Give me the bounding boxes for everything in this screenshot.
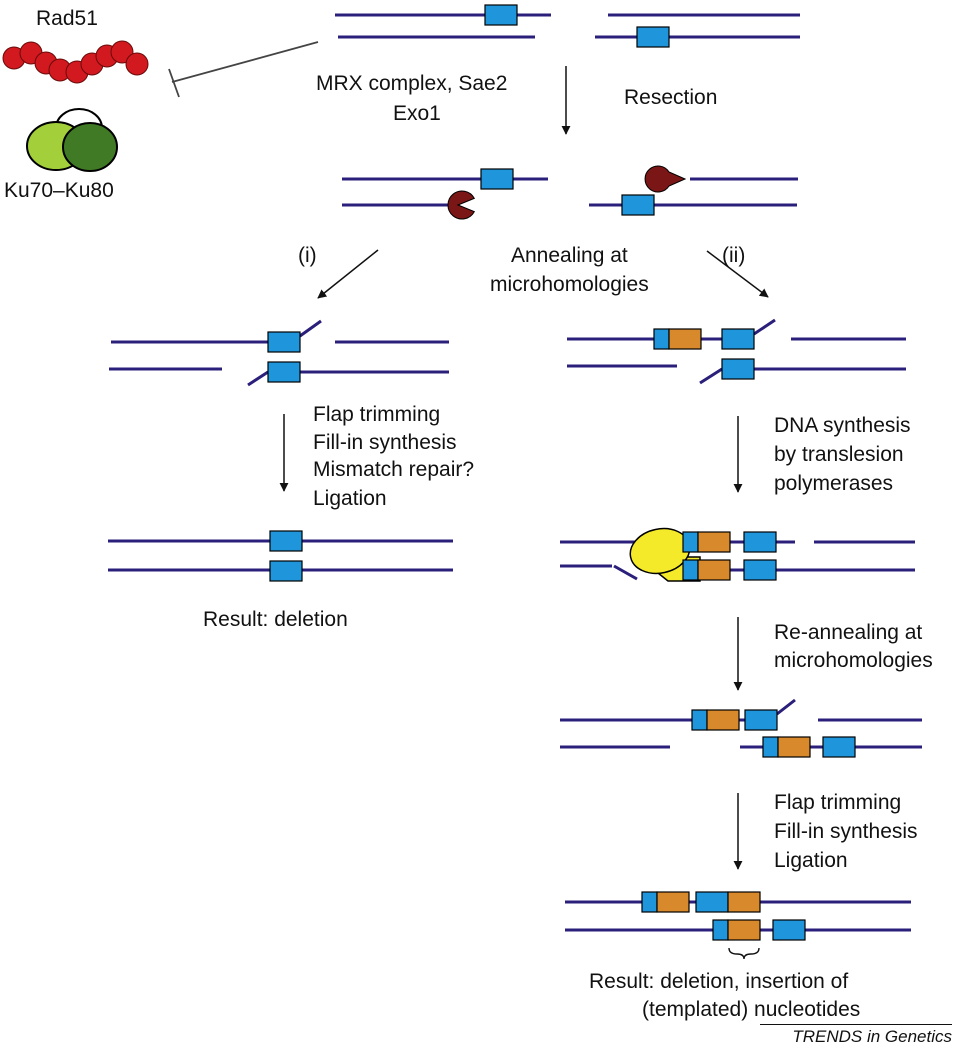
path-i-label: (i) [298, 244, 317, 267]
right-result-2: (templated) nucleotides [642, 998, 860, 1021]
right-step-2: by translesion [774, 443, 904, 466]
annealing-label-2: microhomologies [490, 273, 649, 296]
microhomology-box [267, 331, 301, 383]
left-result: Result: deletion [203, 608, 348, 631]
left-step-2: Fill-in synthesis [313, 431, 457, 454]
microhomology-box [653, 328, 755, 380]
polymerase-intermediate [560, 540, 915, 581]
red-bead-chain-icon [2, 40, 149, 84]
insertion-box [668, 328, 702, 350]
journal-footer: TRENDS in Genetics [760, 1024, 952, 1047]
reanneal-label-1: Re-annealing at [774, 621, 922, 644]
microhomology-box [484, 4, 670, 48]
microhomology-box [269, 530, 303, 582]
arrow-path-i [317, 249, 379, 299]
right-step-1: DNA synthesis [774, 414, 911, 437]
microhomology-box [682, 531, 777, 581]
right-final-step-3: Ligation [774, 849, 848, 872]
ku-label: Ku70–Ku80 [4, 179, 114, 202]
microhomology-box [480, 168, 655, 216]
right-step-3: polymerases [774, 472, 893, 495]
left-step-1: Flap trimming [313, 403, 440, 426]
reannealed-intermediate [560, 698, 922, 749]
t-bar-inhibition-icon [168, 41, 319, 98]
resection-label: Resection [624, 86, 717, 109]
ku-heterodimer-icon [26, 108, 118, 172]
path-ii-label: (ii) [722, 244, 745, 267]
exo1-label: Exo1 [393, 102, 441, 125]
microhomology-box [641, 891, 806, 941]
left-step-4: Ligation [313, 487, 387, 510]
insertion-box [706, 709, 811, 758]
left-annealed-intermediate [109, 319, 449, 387]
pacman-nuclease-icon [447, 165, 687, 220]
insertion-box [656, 891, 761, 941]
right-final-step-1: Flap trimming [774, 791, 901, 814]
left-step-3: Mismatch repair? [313, 458, 474, 481]
mrx-label: MRX complex, Sae2 [316, 72, 507, 95]
arrow-path-ii [706, 250, 769, 298]
dsb-ends [335, 13, 800, 39]
right-result-1: Result: deletion, insertion of [589, 970, 848, 993]
insertion-box [697, 531, 731, 581]
resected-ends [342, 177, 798, 207]
microhomology-box [691, 709, 856, 758]
insertion-brace [728, 947, 760, 960]
rad51-label: Rad51 [36, 7, 98, 30]
reanneal-label-2: microhomologies [774, 649, 933, 672]
right-final-step-2: Fill-in synthesis [774, 820, 918, 843]
annealing-label-1: Annealing at [511, 244, 628, 267]
